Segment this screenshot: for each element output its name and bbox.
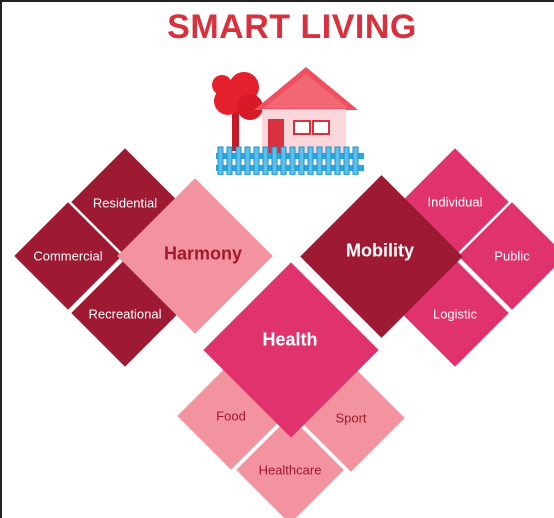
public-label: Public (494, 248, 530, 264)
commercial-label: Commercial (33, 248, 103, 264)
individual-label: Individual (427, 194, 483, 210)
health-label: Health (262, 329, 318, 350)
healthcare-label: Healthcare (258, 462, 322, 478)
fence-icon (216, 146, 364, 175)
food-label: Food (216, 408, 246, 424)
tree-icon (212, 72, 263, 151)
sport-label: Sport (335, 410, 367, 426)
residential-label: Residential (92, 195, 158, 211)
logistic-label: Logistic (432, 306, 478, 322)
diagram-title: SMART LIVING (167, 8, 417, 46)
harmony-label: Harmony (163, 243, 243, 264)
mobility-label: Mobility (346, 240, 414, 261)
house-icon (212, 67, 364, 175)
recreational-label: Recreational (88, 306, 162, 322)
